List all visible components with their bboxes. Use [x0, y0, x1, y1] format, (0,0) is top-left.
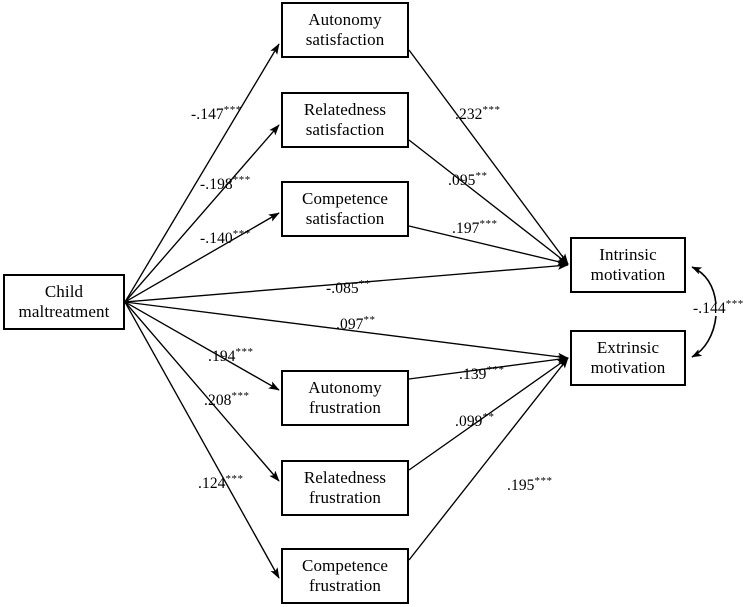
- node-label-line2: frustration: [309, 576, 381, 595]
- significance-stars: ***: [235, 345, 254, 358]
- significance-stars: ***: [231, 389, 250, 402]
- node-competence-frustration: Competence frustration: [281, 548, 409, 604]
- node-label-line1: Competence: [302, 189, 388, 209]
- coefficient-value: .194: [208, 348, 236, 365]
- edge-autonomy-frustration-to-extrinsic: [408, 355, 569, 380]
- node-label-line2: maltreatment: [18, 302, 110, 321]
- node-label-line2: frustration: [309, 398, 381, 417]
- significance-stars: ***: [232, 173, 251, 186]
- significance-stars: **: [358, 277, 371, 290]
- coefficient-value: .097: [336, 316, 364, 333]
- node-label-line2: frustration: [309, 488, 381, 507]
- node-label-line1: Intrinsic: [599, 245, 657, 265]
- path-label-autonomy-satisfaction-to-intrinsic: .232***: [455, 103, 501, 124]
- path-label-relatedness-frustration-to-extrinsic: .099**: [455, 410, 495, 431]
- coefficient-value: -.144: [693, 300, 726, 317]
- coefficient-value: -.198: [200, 176, 233, 193]
- edge-intrinsic-extrinsic-correlation-upper: [691, 266, 717, 305]
- coefficient-value: -.140: [200, 230, 233, 247]
- node-autonomy-frustration: Autonomy frustration: [281, 370, 409, 426]
- path-label-cm-to-autonomy-frustration: .194***: [208, 345, 254, 366]
- node-relatedness-frustration: Relatedness frustration: [281, 460, 409, 516]
- significance-stars: ***: [486, 363, 505, 376]
- coefficient-value: .139: [459, 366, 487, 383]
- significance-stars: **: [475, 169, 488, 182]
- node-competence-satisfaction: Competence satisfaction: [281, 181, 409, 237]
- node-label-line2: satisfaction: [305, 30, 385, 49]
- edge-cm-to-autonomy-frustration: [124, 301, 280, 391]
- coefficient-value: .232: [455, 106, 483, 123]
- path-label-cm-to-extrinsic-motivation: .097**: [336, 313, 376, 334]
- node-label-line2: motivation: [590, 358, 666, 377]
- edge-cm-to-autonomy-satisfaction: [124, 43, 280, 303]
- path-label-cm-to-competence-satisfaction: -.140***: [200, 227, 251, 248]
- significance-stars: **: [482, 410, 495, 423]
- path-label-cm-to-relatedness-frustration: .208***: [204, 389, 250, 410]
- node-relatedness-satisfaction: Relatedness satisfaction: [281, 92, 409, 148]
- coefficient-value: .208: [204, 392, 232, 409]
- significance-stars: ***: [232, 227, 251, 240]
- edge-cm-to-relatedness-frustration: [124, 301, 280, 482]
- node-label-line1: Relatedness: [303, 100, 387, 120]
- path-label-cm-to-competence-frustration: .124***: [198, 472, 244, 493]
- coefficient-value: .095: [448, 172, 476, 189]
- edge-relatedness-frustration-to-extrinsic: [408, 357, 569, 471]
- significance-stars: ***: [223, 103, 242, 116]
- edge-cm-to-competence-satisfaction: [124, 212, 280, 303]
- significance-stars: ***: [725, 297, 744, 310]
- coefficient-value: -.147: [191, 106, 224, 123]
- node-label-line1: Autonomy: [308, 10, 382, 30]
- correlation-label-intrinsic-extrinsic: -.144***: [693, 297, 744, 318]
- edge-cm-to-relatedness-satisfaction: [124, 124, 280, 303]
- node-label-line1: Extrinsic: [596, 338, 660, 358]
- edge-intrinsic-extrinsic-correlation-lower: [691, 315, 717, 358]
- node-label-line2: satisfaction: [305, 120, 385, 139]
- path-label-competence-frustration-to-extrinsic: .195***: [507, 474, 553, 495]
- node-intrinsic-motivation: Intrinsic motivation: [570, 237, 686, 293]
- significance-stars: ***: [225, 472, 244, 485]
- path-label-cm-to-relatedness-satisfaction: -.198***: [200, 173, 251, 194]
- edge-competence-satisfaction-to-intrinsic: [408, 225, 569, 266]
- node-label-line1: Child: [44, 282, 84, 302]
- coefficient-value: .197: [452, 220, 480, 237]
- node-label-line1: Autonomy: [308, 378, 382, 398]
- node-child-maltreatment: Child maltreatment: [3, 274, 125, 330]
- node-label-line1: Competence: [302, 556, 388, 576]
- edge-relatedness-satisfaction-to-intrinsic: [408, 139, 569, 265]
- coefficient-value: -.085: [326, 280, 359, 297]
- coefficient-value: .195: [507, 477, 535, 494]
- node-label-line2: satisfaction: [305, 209, 385, 228]
- edge-competence-frustration-to-extrinsic: [408, 357, 569, 561]
- coefficient-value: .124: [198, 475, 226, 492]
- coefficient-value: .099: [455, 413, 483, 430]
- significance-stars: ***: [479, 217, 498, 230]
- significance-stars: **: [363, 313, 376, 326]
- path-label-cm-to-autonomy-satisfaction: -.147***: [191, 103, 242, 124]
- path-label-autonomy-frustration-to-extrinsic: .139***: [459, 363, 505, 384]
- node-autonomy-satisfaction: Autonomy satisfaction: [281, 2, 409, 58]
- edge-cm-to-intrinsic-motivation: [124, 261, 569, 303]
- path-label-relatedness-satisfaction-to-intrinsic: .095**: [448, 169, 488, 190]
- significance-stars: ***: [534, 474, 553, 487]
- edge-cm-to-extrinsic-motivation: [124, 301, 569, 361]
- edge-autonomy-satisfaction-to-intrinsic: [408, 49, 569, 265]
- significance-stars: ***: [482, 103, 501, 116]
- path-label-cm-to-intrinsic-motivation: -.085**: [326, 277, 371, 298]
- path-label-competence-satisfaction-to-intrinsic: .197***: [452, 217, 498, 238]
- node-label-line1: Relatedness: [303, 468, 387, 488]
- edge-cm-to-competence-frustration: [124, 301, 280, 579]
- node-label-line2: motivation: [590, 265, 666, 284]
- node-extrinsic-motivation: Extrinsic motivation: [570, 330, 686, 386]
